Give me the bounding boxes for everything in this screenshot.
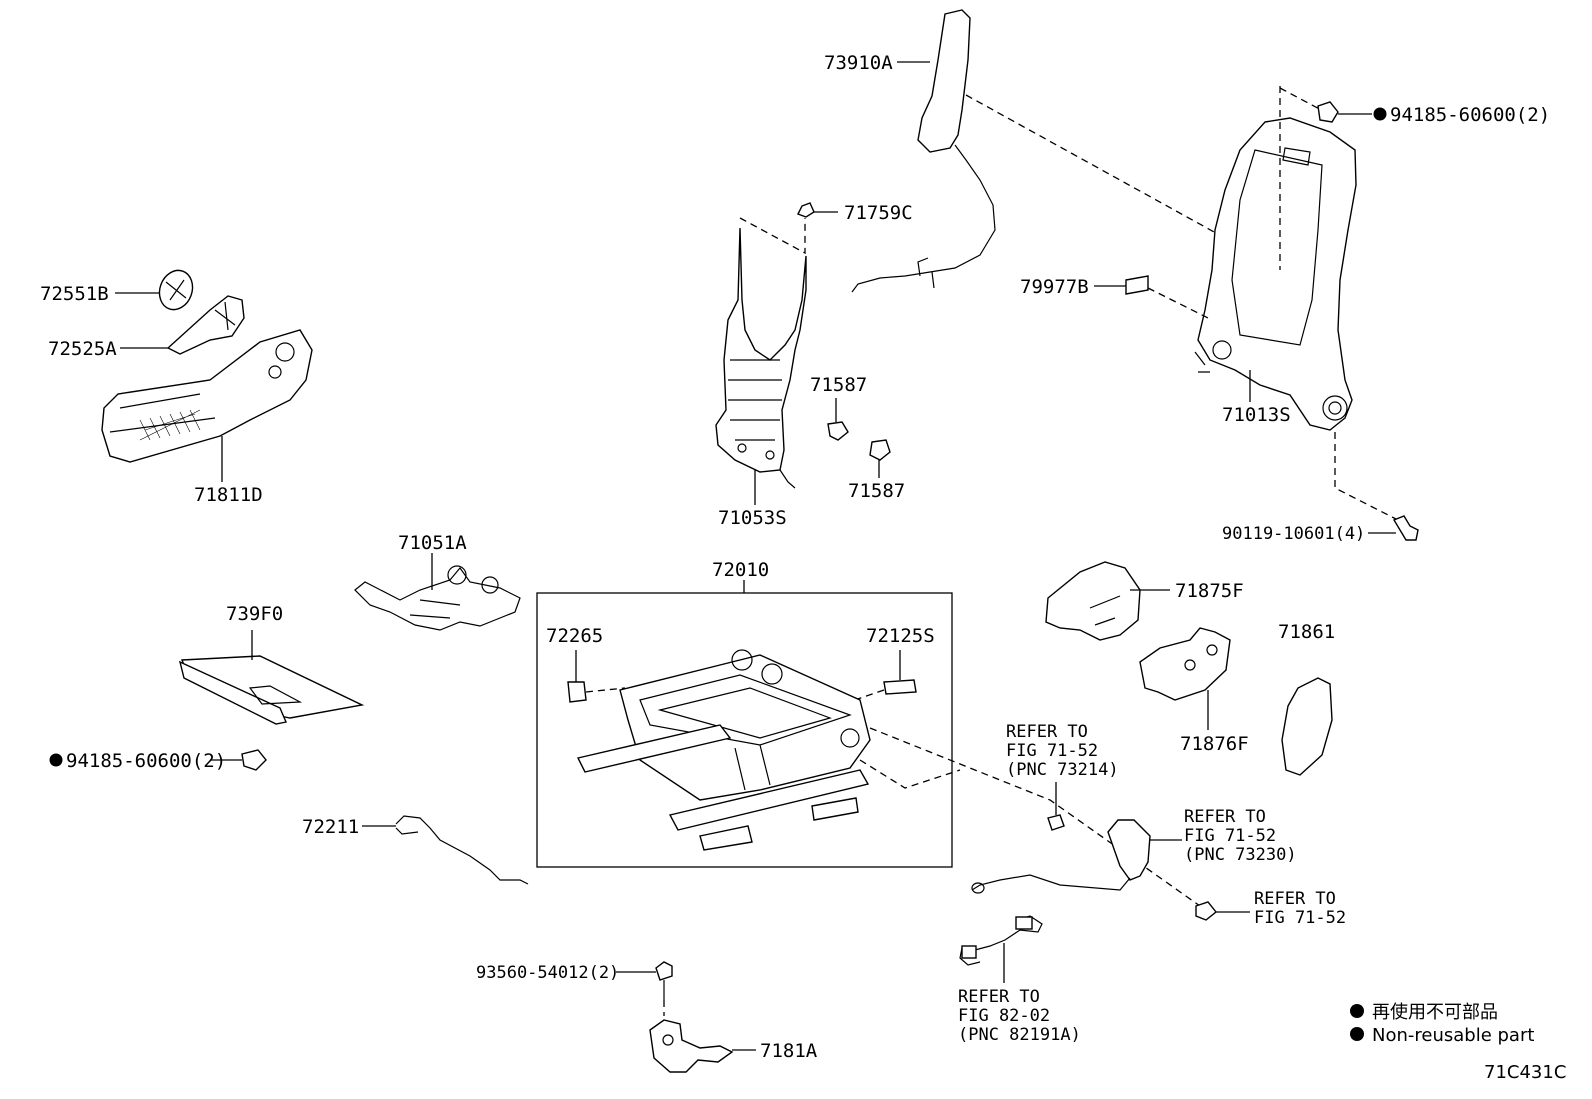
label-71013S: 71013S: [1222, 404, 1291, 426]
refer-to-71-52: REFER TO FIG 71-52: [1254, 889, 1346, 928]
cover-739F0-part: [178, 655, 365, 725]
label-71051A: 71051A: [398, 532, 467, 554]
clip-72125S-part: [883, 679, 917, 695]
svg-text:FIG 71-52: FIG 71-52: [1184, 826, 1276, 846]
clip-72265-part: [567, 681, 587, 703]
label-94185-left: 94185-60600(2): [66, 750, 226, 772]
svg-text:REFER TO: REFER TO: [1184, 807, 1266, 827]
label-71759C: 71759C: [844, 202, 913, 224]
cover-71876F-part: [1139, 627, 1231, 701]
label-71053S: 71053S: [718, 507, 787, 529]
label-71861: 71861: [1278, 621, 1335, 643]
svg-text:(PNC 73214): (PNC 73214): [1006, 760, 1119, 780]
lever-72525A-part: [166, 295, 245, 355]
seat-adjuster-72010-part: [576, 649, 871, 851]
bolt-90119-part: [1392, 515, 1419, 541]
non-reusable-dot: [1373, 107, 1387, 121]
label-7181A: 7181A: [760, 1040, 818, 1062]
label-73910A: 73910A: [824, 52, 893, 74]
label-79977B: 79977B: [1020, 276, 1089, 298]
svg-text:REFER TO: REFER TO: [1254, 889, 1336, 909]
refer-to-73230: REFER TO FIG 71-52 (PNC 73230): [1184, 807, 1297, 865]
harness-71051A-part: [354, 565, 521, 631]
label-71876F: 71876F: [1180, 733, 1249, 755]
nut-94185-left-part: [241, 749, 267, 771]
legend-dot-en: [1350, 1027, 1364, 1041]
clip-71587-lower-part: [869, 439, 891, 461]
legend-japanese: 再使用不可部品: [1372, 1002, 1498, 1023]
label-94185-top: 94185-60600(2): [1390, 104, 1550, 126]
bracket-7181A-part: [649, 1019, 734, 1073]
refer-to-73214: REFER TO FIG 71-52 (PNC 73214): [1006, 722, 1119, 780]
seat-back-frame-71013S-part: [1194, 117, 1357, 431]
diagram-id: 71C431C: [1484, 1062, 1566, 1083]
clip-71759C-part: [797, 202, 815, 218]
label-739F0: 739F0: [226, 603, 283, 625]
label-71811D: 71811D: [194, 484, 263, 506]
legend-english: Non-reusable part: [1372, 1025, 1534, 1046]
label-72125S: 72125S: [866, 625, 935, 647]
nut-94185-top-part: [1317, 101, 1339, 123]
label-72265: 72265: [546, 625, 603, 647]
svg-text:(PNC 73230): (PNC 73230): [1184, 845, 1297, 865]
label-71875F: 71875F: [1175, 580, 1244, 602]
seatbelt-buckle-part: [971, 819, 1151, 894]
shield-71811D-part: [101, 329, 313, 463]
clip-73214-part: [1047, 814, 1065, 831]
label-72551B: 72551B: [40, 283, 109, 305]
rod-72211-part: [395, 815, 529, 885]
seat-back-frame-71053S-part: [715, 227, 807, 489]
bolt-93560-part: [655, 961, 673, 1000]
svg-text:FIG 82-02: FIG 82-02: [958, 1006, 1050, 1026]
refer-to-82191A: REFER TO FIG 82-02 (PNC 82191A): [958, 987, 1081, 1045]
label-72010: 72010: [712, 559, 769, 581]
label-90119: 90119-10601(4): [1222, 524, 1365, 544]
svg-text:FIG 71-52: FIG 71-52: [1254, 908, 1346, 928]
non-reusable-dot: [49, 753, 63, 767]
knob-72551B-part: [158, 269, 194, 311]
clip-71587-upper-part: [827, 421, 849, 441]
label-plate-79977B-part: [1125, 275, 1149, 295]
cover-71861-part: [1281, 677, 1333, 776]
label-72211: 72211: [302, 816, 359, 838]
side-airbag-part: [851, 9, 996, 293]
label-93560: 93560-54012(2): [476, 963, 619, 983]
label-72525A: 72525A: [48, 338, 117, 360]
legend-dot-jp: [1350, 1004, 1364, 1018]
nut-71-52-part: [1195, 901, 1217, 921]
svg-text:REFER TO: REFER TO: [958, 987, 1040, 1007]
label-71587-lower: 71587: [848, 480, 905, 502]
label-71587-upper: 71587: [810, 374, 867, 396]
cover-71875F-part: [1045, 561, 1141, 641]
wiring-harness-82191A-part: [959, 915, 1043, 966]
svg-text:FIG 71-52: FIG 71-52: [1006, 741, 1098, 761]
svg-text:(PNC 82191A): (PNC 82191A): [958, 1025, 1081, 1045]
svg-text:REFER TO: REFER TO: [1006, 722, 1088, 742]
